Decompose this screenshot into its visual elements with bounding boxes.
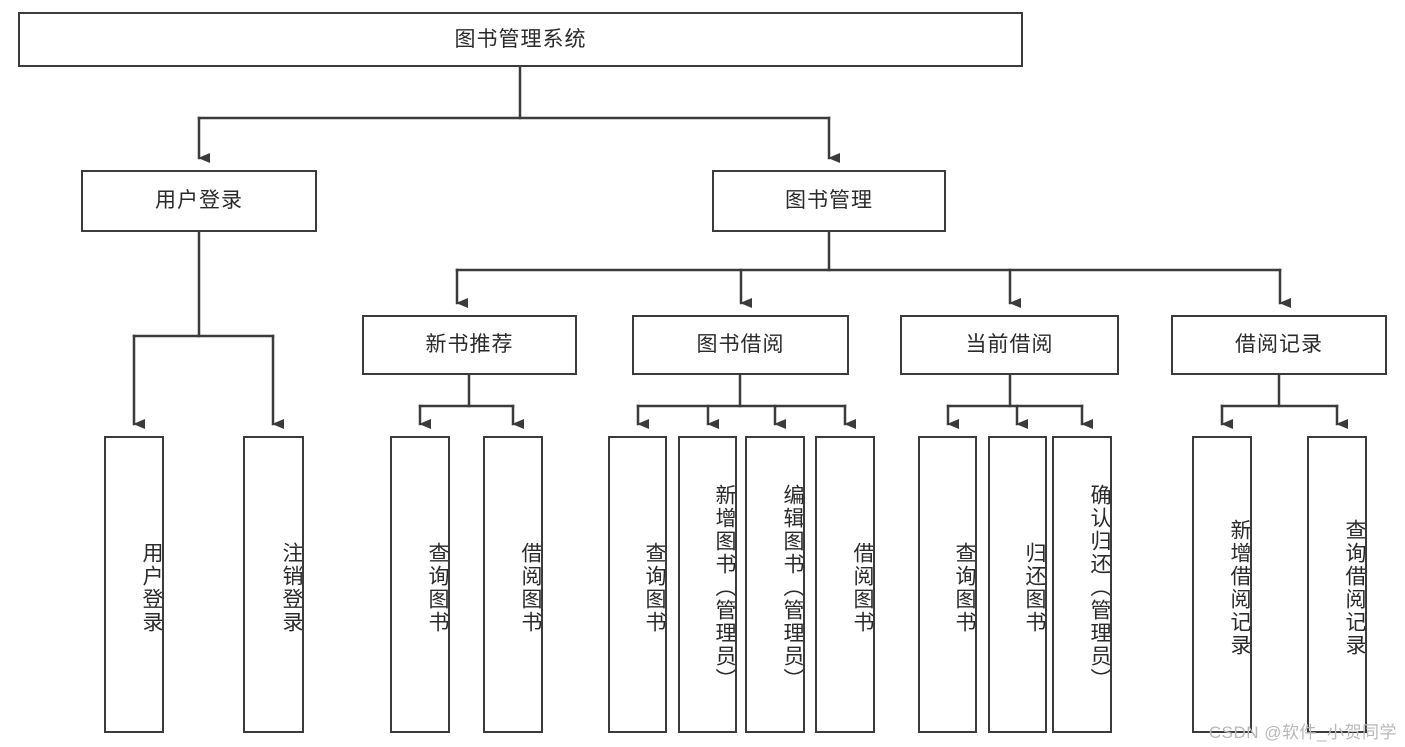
node-leaf-query-book-rec[interactable]: 查询图书 <box>390 436 450 733</box>
node-leaf-return-book-label: 归还图书 <box>1023 541 1046 634</box>
node-leaf-query-book-current-label: 查询图书 <box>953 541 976 634</box>
node-user-login-label: 用户登录 <box>155 189 243 213</box>
node-user-login[interactable]: 用户登录 <box>81 170 317 232</box>
node-leaf-confirm-return-admin-label: 确认归还（管理员） <box>1088 484 1111 691</box>
node-leaf-query-borrow-record[interactable]: 查询借阅记录 <box>1307 436 1367 733</box>
node-root[interactable]: 图书管理系统 <box>18 12 1023 67</box>
node-leaf-borrow-book-label: 借阅图书 <box>851 541 874 634</box>
node-leaf-query-book-borrow-label: 查询图书 <box>643 541 666 634</box>
node-leaf-borrow-book-rec[interactable]: 借阅图书 <box>483 436 543 733</box>
node-leaf-user-logout-label: 注销登录 <box>280 541 303 634</box>
node-leaf-add-borrow-record[interactable]: 新增借阅记录 <box>1192 436 1252 733</box>
node-book-manage-label: 图书管理 <box>785 189 873 213</box>
node-borrow-record-label: 借阅记录 <box>1235 333 1323 357</box>
node-leaf-add-book-admin-label: 新增图书（管理员） <box>713 484 736 691</box>
node-leaf-edit-book-admin-label: 编辑图书（管理员） <box>781 484 804 691</box>
node-new-book-recommend-label: 新书推荐 <box>425 333 514 357</box>
node-leaf-query-book-current[interactable]: 查询图书 <box>918 436 977 733</box>
node-book-borrow[interactable]: 图书借阅 <box>632 315 849 375</box>
node-leaf-confirm-return-admin[interactable]: 确认归还（管理员） <box>1052 436 1112 733</box>
node-leaf-user-login[interactable]: 用户登录 <box>104 436 164 733</box>
watermark: CSDN @软件_小贺同学 <box>1208 723 1397 742</box>
node-leaf-query-borrow-record-label: 查询借阅记录 <box>1343 518 1366 657</box>
node-book-manage[interactable]: 图书管理 <box>712 170 946 232</box>
node-leaf-add-borrow-record-label: 新增借阅记录 <box>1228 518 1251 657</box>
node-current-borrow[interactable]: 当前借阅 <box>900 315 1119 375</box>
node-leaf-return-book[interactable]: 归还图书 <box>988 436 1047 733</box>
node-leaf-query-book-borrow[interactable]: 查询图书 <box>608 436 667 733</box>
node-root-label: 图书管理系统 <box>454 27 587 51</box>
node-leaf-add-book-admin[interactable]: 新增图书（管理员） <box>678 436 737 733</box>
node-book-borrow-label: 图书借阅 <box>696 333 785 357</box>
node-leaf-user-login-label: 用户登录 <box>140 541 163 634</box>
node-leaf-user-logout[interactable]: 注销登录 <box>243 436 304 733</box>
node-leaf-borrow-book-rec-label: 借阅图书 <box>519 541 542 634</box>
node-leaf-edit-book-admin[interactable]: 编辑图书（管理员） <box>745 436 805 733</box>
node-leaf-borrow-book[interactable]: 借阅图书 <box>815 436 875 733</box>
node-current-borrow-label: 当前借阅 <box>965 333 1054 357</box>
node-new-book-recommend[interactable]: 新书推荐 <box>362 315 577 375</box>
node-leaf-query-book-rec-label: 查询图书 <box>426 541 449 634</box>
node-borrow-record[interactable]: 借阅记录 <box>1171 315 1387 375</box>
